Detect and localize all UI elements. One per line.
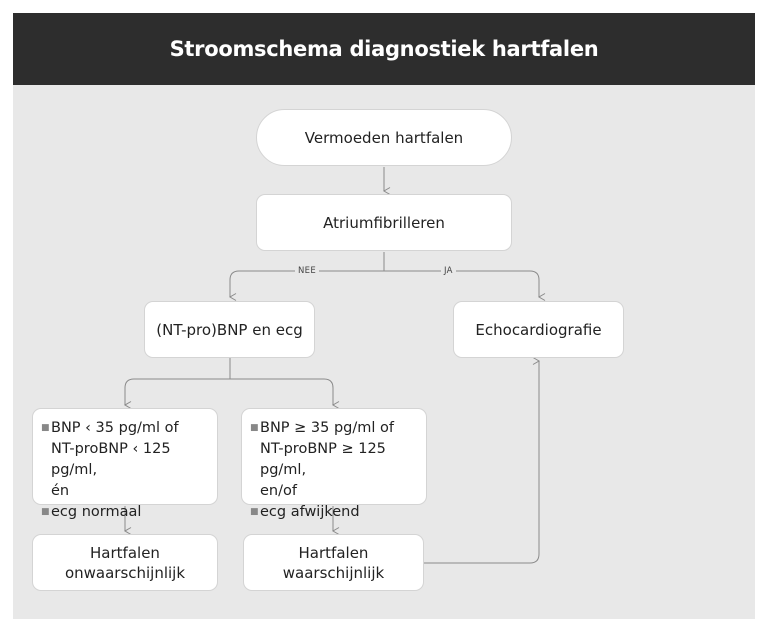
high-item1-line3: en/of <box>260 483 297 499</box>
node-echocardiography-label: Echocardiografie <box>475 320 602 339</box>
node-bnp-ecg: (NT-pro)BNP en ecg <box>144 301 315 358</box>
bullet-icon: ■ <box>41 507 50 517</box>
list-item: ■ BNP ≥ 35 pg/ml of NT-proBNP ≥ 125 pg/m… <box>250 418 418 502</box>
low-item2: ecg normaal <box>51 504 142 520</box>
unlikely-line1: Hartfalen <box>90 543 160 562</box>
node-echocardiography: Echocardiografie <box>453 301 624 358</box>
edge-af-to-bnp <box>229 270 384 301</box>
bullet-icon: ■ <box>250 423 259 433</box>
node-atrial-fibrillation: Atriumfibrilleren <box>256 194 512 251</box>
flowchart-panel: Stroomschema diagnostiek hartfalen NEE J… <box>13 13 755 619</box>
high-item2: ecg afwijkend <box>260 504 360 520</box>
low-item1-line3: én <box>51 483 70 499</box>
bullet-icon: ■ <box>41 423 50 433</box>
edge-af-to-echo <box>384 270 546 301</box>
node-heart-failure-unlikely: Hartfalen onwaarschijnlijk <box>32 534 218 591</box>
edge-bnp-to-high <box>230 378 340 409</box>
list-item: ■ BNP ‹ 35 pg/ml of NT-proBNP ‹ 125 pg/m… <box>41 418 209 502</box>
likely-line2: waarschijnlijk <box>282 563 385 582</box>
unlikely-line2: onwaarschijnlijk <box>64 563 186 582</box>
node-bnp-ecg-label: (NT-pro)BNP en ecg <box>156 320 303 339</box>
likely-line1: Hartfalen <box>298 543 369 562</box>
edge-label-yes: JA <box>441 266 456 276</box>
node-start-label: Vermoeden hartfalen <box>304 128 464 147</box>
high-item1-line2: NT-proBNP ≥ 125 pg/ml, <box>260 441 386 478</box>
node-atrial-fibrillation-label: Atriumfibrilleren <box>323 213 445 232</box>
node-low-values: ■ BNP ‹ 35 pg/ml of NT-proBNP ‹ 125 pg/m… <box>32 408 218 520</box>
edge-label-no: NEE <box>295 266 319 276</box>
low-item1-line2: NT-proBNP ‹ 125 pg/ml, <box>51 441 171 478</box>
node-high-values: ■ BNP ≥ 35 pg/ml of NT-proBNP ≥ 125 pg/m… <box>241 408 427 520</box>
high-item1-line1: BNP ≥ 35 pg/ml of <box>260 420 394 436</box>
node-start: Vermoeden hartfalen <box>256 109 512 166</box>
list-item: ■ ecg normaal <box>41 502 209 523</box>
low-item1-line1: BNP ‹ 35 pg/ml of <box>51 420 179 436</box>
node-heart-failure-likely: Hartfalen waarschijnlijk <box>243 534 424 591</box>
edge-likely-to-echo <box>424 357 540 564</box>
page-title: Stroomschema diagnostiek hartfalen <box>169 37 599 61</box>
header-bar: Stroomschema diagnostiek hartfalen <box>13 13 755 85</box>
edge-bnp-to-low <box>124 378 230 409</box>
connector-layer <box>124 167 546 564</box>
bullet-icon: ■ <box>250 507 259 517</box>
list-item: ■ ecg afwijkend <box>250 502 418 523</box>
